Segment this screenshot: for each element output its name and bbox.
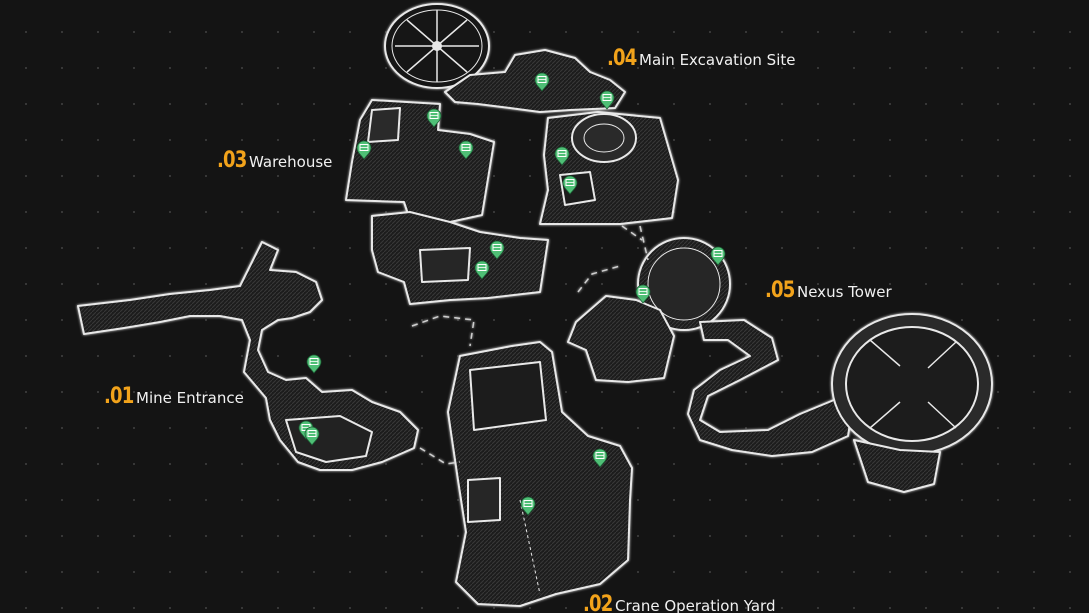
map-connector-paths [411,225,649,465]
locker-icon[interactable] [306,354,322,374]
zone-number: .05 [765,278,795,303]
locker-icon[interactable] [635,284,651,304]
zone-number: .04 [607,46,637,71]
locker-icon[interactable] [489,240,505,260]
zone-name: Nexus Tower [797,283,892,301]
zone-name: Crane Operation Yard [615,597,776,613]
zone-label-nexus-tower[interactable]: .05 Nexus Tower [765,278,892,303]
zone-label-crane-operation-yard[interactable]: .02 Crane Operation Yard [583,592,775,613]
zone-number: .03 [217,148,247,173]
zone-area-mine-entrance [77,241,419,471]
locker-icon[interactable] [554,146,570,166]
locker-icon[interactable] [474,260,490,280]
locker-icon[interactable] [710,246,726,266]
locker-icon[interactable] [356,140,372,160]
locker-icon[interactable] [520,496,536,516]
helipad-ring [384,3,490,89]
zone-name: Mine Entrance [136,389,244,407]
zone-label-warehouse[interactable]: .03 Warehouse [217,148,332,173]
zone-area-warehouse [345,99,549,305]
marker-layer [298,72,726,516]
locker-icon[interactable] [304,426,320,446]
zone-label-main-excavation-site[interactable]: .04 Main Excavation Site [607,46,795,71]
zone-number: .01 [104,384,134,409]
zone-area-nexus-tower [567,237,993,493]
zone-area-main-excavation-site [444,49,679,225]
zone-label-mine-entrance[interactable]: .01 Mine Entrance [104,384,244,409]
locker-icon[interactable] [458,140,474,160]
zone-number: .02 [583,592,613,613]
locker-icon[interactable] [599,90,615,110]
zone-name: Warehouse [249,153,333,171]
zone-area-crane-operation-yard [447,341,633,607]
zone-name: Main Excavation Site [639,51,796,69]
locker-icon[interactable] [534,72,550,92]
locker-icon[interactable] [426,108,442,128]
locker-icon[interactable] [592,448,608,468]
locker-icon[interactable] [562,175,578,195]
